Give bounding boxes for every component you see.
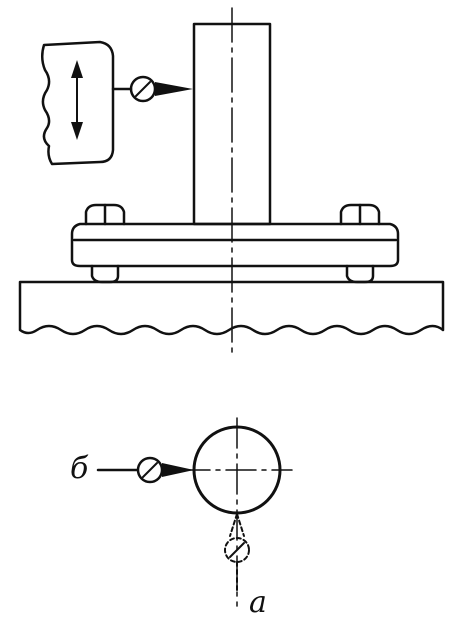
bolt-left xyxy=(84,203,126,284)
base-block xyxy=(18,280,445,336)
indicator-stand xyxy=(41,40,115,166)
vertical-travel-arrow xyxy=(71,60,83,140)
shaft-cross-section xyxy=(179,417,293,607)
label-b: б xyxy=(70,451,89,486)
flange-plate xyxy=(70,222,400,268)
dial-indicator-a xyxy=(224,513,250,591)
label-a: а xyxy=(249,585,267,620)
dial-indicator-top xyxy=(111,75,193,103)
dial-indicator-b xyxy=(96,456,194,484)
bolt-right xyxy=(339,203,381,284)
